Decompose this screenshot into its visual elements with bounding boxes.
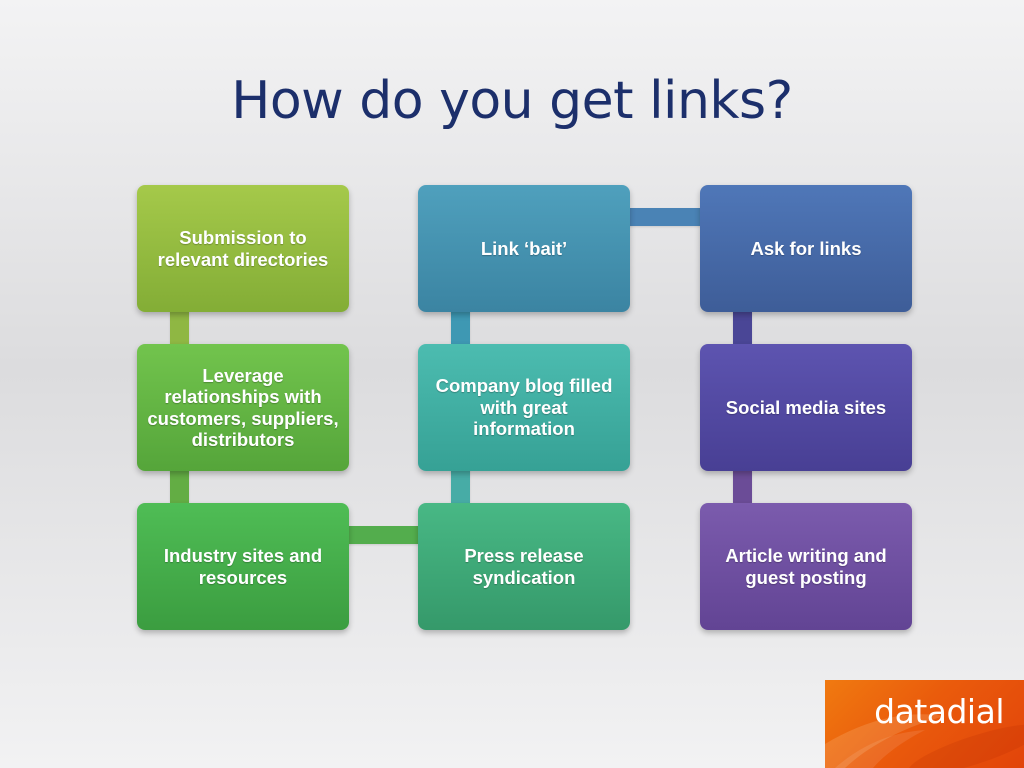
connector-bait-ask: [618, 208, 712, 226]
connector-ask-social: [733, 300, 752, 356]
box-label: Submission to relevant directories: [157, 227, 329, 270]
box-company-blog: Company blog filled with great informati…: [418, 344, 630, 471]
box-leverage-relationships: Leverage relationships with customers, s…: [137, 344, 349, 471]
connector-industry-press: [336, 526, 430, 544]
box-social-media: Social media sites: [700, 344, 912, 471]
box-label: Article writing and guest posting: [725, 545, 887, 588]
box-label: Leverage relationships with customers, s…: [147, 364, 339, 451]
connector-blog-bait: [451, 300, 470, 356]
box-label: Social media sites: [725, 396, 887, 418]
connector-leverage-industry: [170, 460, 189, 515]
connector-directories-leverage: [170, 300, 189, 356]
box-label: Press release syndication: [464, 545, 584, 588]
box-ask-for-links: Ask for links: [700, 185, 912, 312]
box-label: Link ‘bait’: [480, 237, 568, 259]
box-label: Company blog filled with great informati…: [435, 375, 613, 440]
box-label: Industry sites and resources: [163, 545, 323, 588]
box-label: Ask for links: [750, 237, 862, 259]
box-press-release: Press release syndication: [418, 503, 630, 630]
box-link-bait: Link ‘bait’: [418, 185, 630, 312]
box-submission-directories: Submission to relevant directories: [137, 185, 349, 312]
box-article-writing: Article writing and guest posting: [700, 503, 912, 630]
datadial-logo: datadial: [825, 680, 1024, 768]
logo-swoosh-icon: [825, 714, 1024, 768]
brand-name: datadial: [874, 692, 1004, 731]
slide-title: How do you get links?: [231, 71, 793, 131]
box-industry-sites: Industry sites and resources: [137, 503, 349, 630]
connector-press-blog: [451, 460, 470, 515]
connector-social-article: [733, 460, 752, 515]
